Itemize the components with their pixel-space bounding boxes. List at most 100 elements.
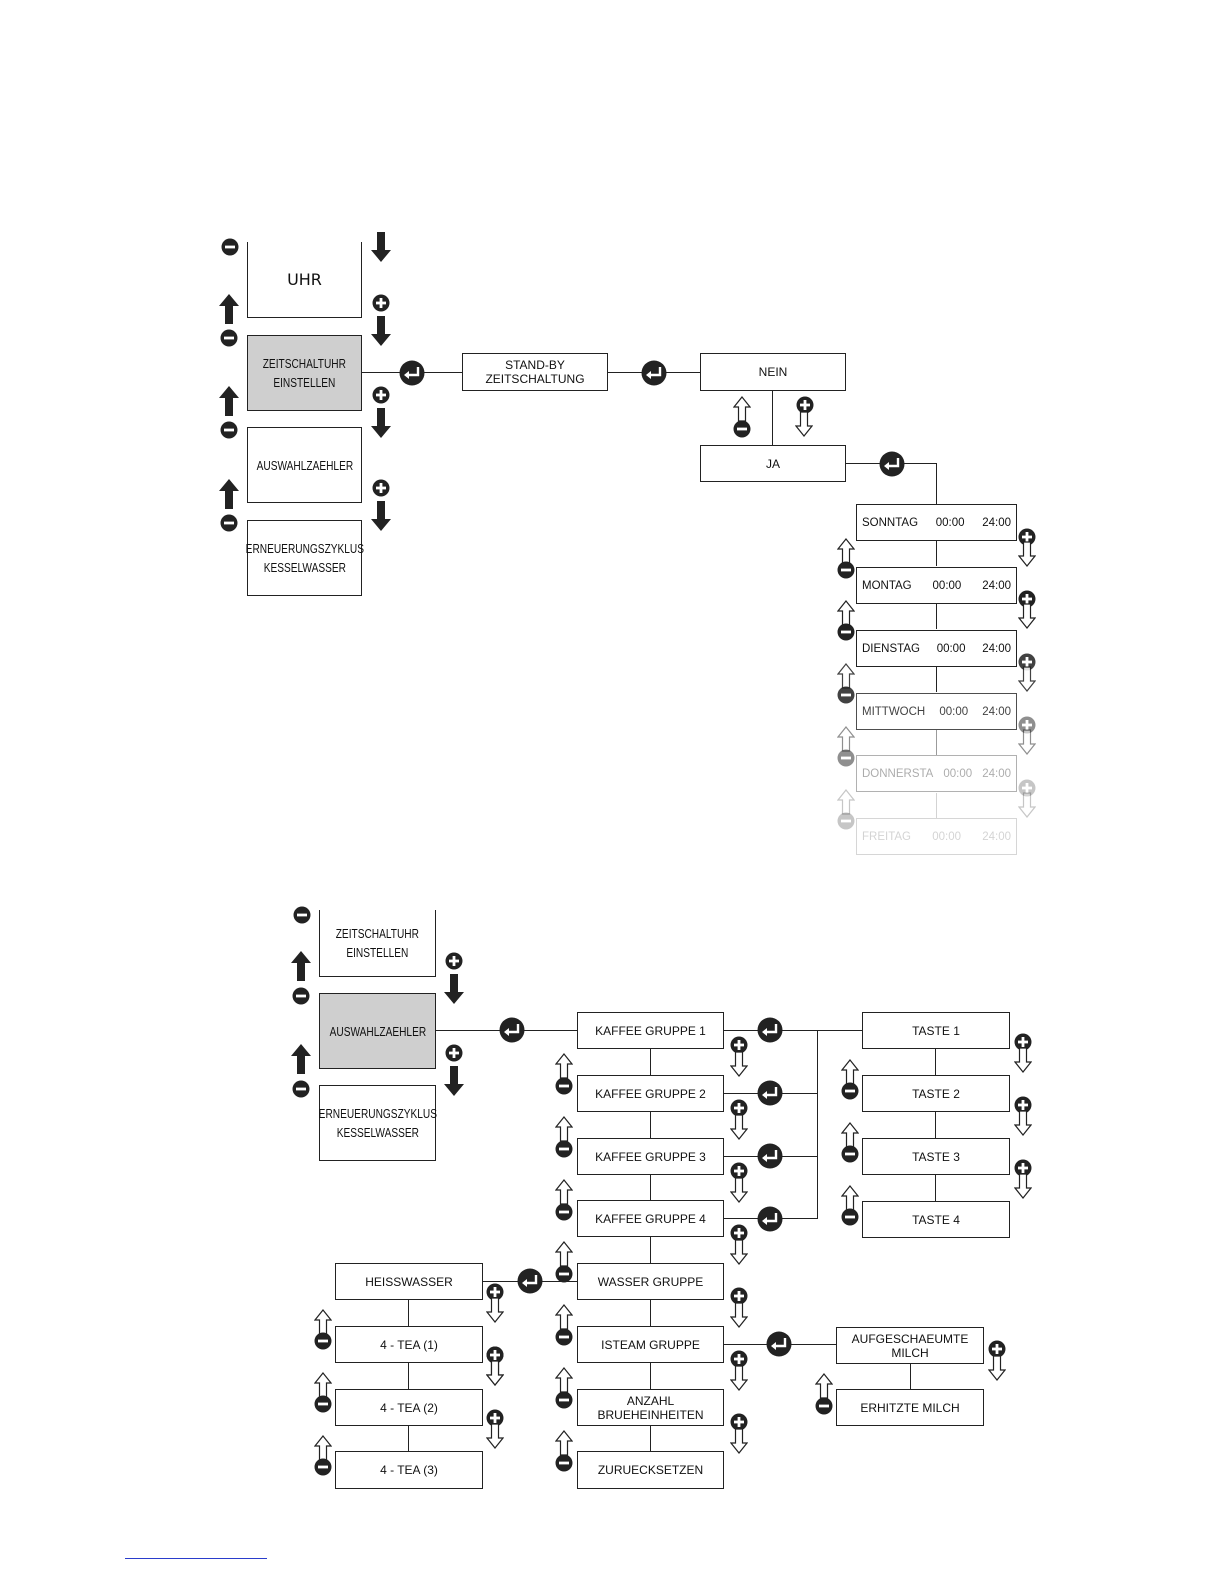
arrow-down-outline-icon: [730, 1239, 748, 1265]
minus-icon: [841, 1208, 859, 1226]
connector-line: [936, 793, 938, 818]
day-name: FREITAG: [862, 830, 911, 843]
minus-icon: [815, 1397, 833, 1415]
group-box-isteam[interactable]: ISTEAM GRUPPE: [577, 1326, 724, 1363]
arrow-down-solid-icon: [371, 232, 391, 262]
day-name: MITTWOCH: [862, 705, 926, 718]
taste-box-3[interactable]: TASTE 3: [862, 1138, 1010, 1175]
minus-icon: [555, 1328, 573, 1346]
minus-icon: [293, 906, 311, 924]
day-to: 24:00: [982, 579, 1011, 592]
plus-icon: [445, 1044, 463, 1062]
day-to: 24:00: [982, 516, 1011, 529]
enter-icon: [757, 1017, 783, 1043]
taste-box-1[interactable]: TASTE 1: [862, 1012, 1010, 1049]
plus-icon: [730, 1162, 748, 1180]
arrow-down-outline-icon: [1018, 666, 1036, 692]
day-from: 00:00: [932, 579, 962, 592]
group-box-zuruecksetzen[interactable]: ZURUECKSETZEN: [577, 1451, 724, 1489]
menu-box-erneuerung-2[interactable]: ERNEUERUNGSZYKLUS KESSELWASSER: [318, 1085, 437, 1161]
menu-box-zeitschaltuhr[interactable]: ZEITSCHALTUHR EINSTELLEN: [247, 335, 362, 411]
connector-line: [650, 1049, 652, 1075]
water-box-tea-2[interactable]: 4 - TEA (2): [335, 1389, 483, 1426]
menu-box-auswahlzaehler[interactable]: AUSWAHLZAEHLER: [247, 427, 362, 503]
water-box-tea-3[interactable]: 4 - TEA (3): [335, 1451, 483, 1489]
menu-box-auswahlzaehler-2[interactable]: AUSWAHLZAEHLER: [319, 993, 436, 1069]
standby-box[interactable]: STAND-BY ZEITSCHALTUNG: [462, 353, 608, 391]
arrow-down-outline-icon: [486, 1297, 504, 1323]
connector-line: [817, 1030, 819, 1219]
arrow-down-outline-icon: [730, 1428, 748, 1454]
menu-box-zeitschaltuhr-label: ZEITSCHALTUHR EINSTELLEN: [262, 356, 347, 390]
menu-box-erneuerung[interactable]: ERNEUERUNGSZYKLUS KESSELWASSER: [245, 520, 364, 596]
group-box-anzahl[interactable]: ANZAHL BRUEHEINHEITEN: [577, 1389, 724, 1426]
taste-box-2[interactable]: TASTE 2: [862, 1075, 1010, 1112]
water-box-heisswasser[interactable]: HEISSWASSER: [335, 1263, 483, 1300]
arrow-down-outline-icon: [486, 1360, 504, 1386]
plus-icon: [486, 1283, 504, 1301]
plus-icon: [730, 1099, 748, 1117]
day-from: 00:00: [943, 767, 973, 780]
connector-line: [935, 1175, 937, 1201]
arrow-up-outline-icon: [815, 1373, 833, 1399]
ja-box[interactable]: JA: [700, 445, 846, 482]
plus-icon: [486, 1409, 504, 1427]
minus-icon: [837, 749, 855, 767]
milk-box-erhitzte[interactable]: ERHITZTE MILCH: [836, 1389, 984, 1426]
taste-box-4[interactable]: TASTE 4: [862, 1201, 1010, 1238]
connector-line: [935, 1049, 937, 1075]
arrow-down-outline-icon: [1014, 1173, 1032, 1199]
group-box-kaffee-4[interactable]: KAFFEE GRUPPE 4: [577, 1200, 724, 1237]
minus-icon: [837, 812, 855, 830]
water-box-tea-1[interactable]: 4 - TEA (1): [335, 1326, 483, 1363]
enter-icon: [641, 360, 667, 386]
minus-icon: [314, 1458, 332, 1476]
arrow-up-outline-icon: [555, 1304, 573, 1330]
plus-icon: [1018, 779, 1036, 797]
arrow-up-outline-icon: [555, 1367, 573, 1393]
connector-line: [650, 1363, 652, 1389]
day-from: 00:00: [932, 830, 961, 843]
arrow-up-outline-icon: [555, 1053, 573, 1079]
arrow-down-solid-icon: [444, 974, 464, 1004]
connector-line: [650, 1300, 652, 1326]
arrow-down-outline-icon: [1014, 1110, 1032, 1136]
milk-box-aufgeschaeumte[interactable]: AUFGESCHAEUMTE MILCH: [836, 1327, 984, 1364]
footer-link-underline: [125, 1558, 267, 1559]
minus-icon: [555, 1391, 573, 1409]
arrow-down-outline-icon: [730, 1051, 748, 1077]
arrow-down-outline-icon: [730, 1365, 748, 1391]
connector-line: [772, 391, 774, 445]
arrow-down-outline-icon: [1018, 541, 1036, 567]
minus-icon: [292, 1080, 310, 1098]
enter-icon: [499, 1017, 525, 1043]
day-name: MONTAG: [862, 579, 912, 592]
day-from: 00:00: [939, 705, 969, 718]
minus-icon: [733, 420, 751, 438]
arrow-up-solid-icon: [291, 1044, 311, 1074]
day-from: 00:00: [935, 516, 965, 529]
minus-icon: [837, 686, 855, 704]
nein-box[interactable]: NEIN: [700, 353, 846, 391]
menu-box-zeitschaltuhr-2[interactable]: ZEITSCHALTUHR EINSTELLEN: [319, 910, 436, 977]
group-box-kaffee-3[interactable]: KAFFEE GRUPPE 3: [577, 1138, 724, 1175]
day-name: DIENSTAG: [862, 642, 920, 655]
menu-box-uhr[interactable]: UHR: [247, 242, 362, 318]
enter-icon: [757, 1080, 783, 1106]
menu-box-auswahlzaehler-2-label: AUSWAHLZAEHLER: [329, 1023, 426, 1039]
group-box-wasser[interactable]: WASSER GRUPPE: [577, 1263, 724, 1300]
arrow-up-solid-icon: [219, 386, 239, 416]
plus-icon: [1014, 1159, 1032, 1177]
plus-icon: [730, 1224, 748, 1242]
group-box-kaffee-2[interactable]: KAFFEE GRUPPE 2: [577, 1075, 724, 1112]
plus-icon: [1018, 716, 1036, 734]
minus-icon: [314, 1332, 332, 1350]
group-box-kaffee-1[interactable]: KAFFEE GRUPPE 1: [577, 1012, 724, 1049]
day-box-montag[interactable]: MONTAG 00:00 24:00: [856, 567, 1017, 604]
